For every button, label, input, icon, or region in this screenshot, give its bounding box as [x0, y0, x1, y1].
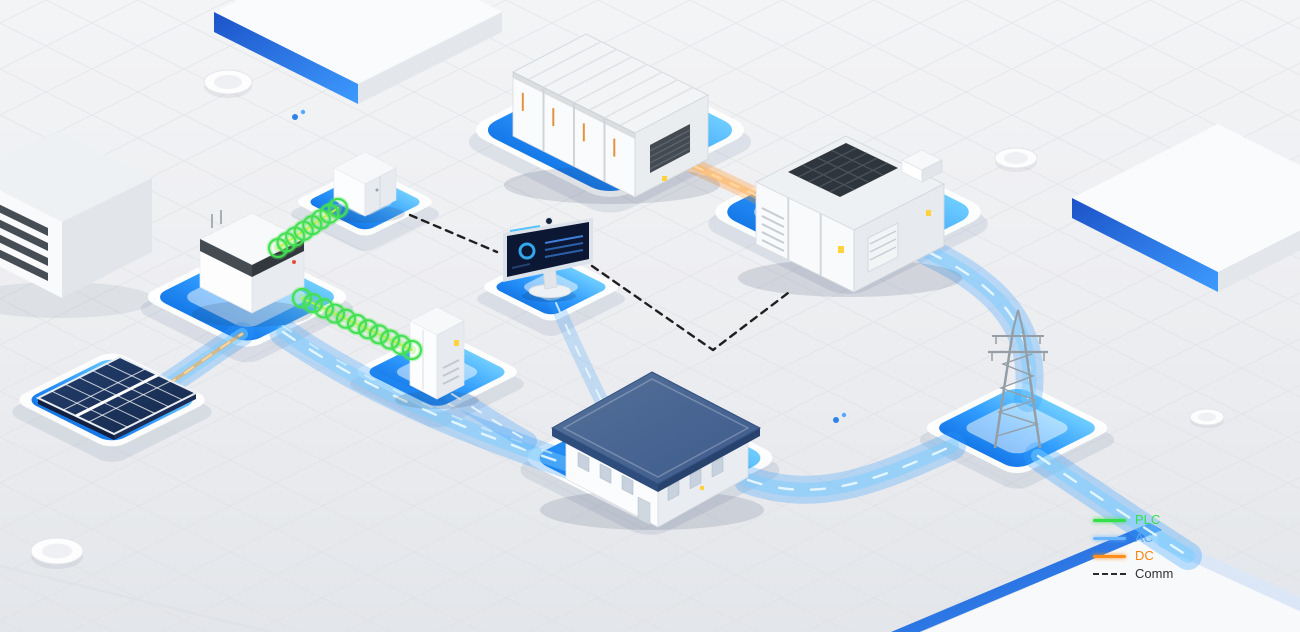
ac-legend-label: AC	[1135, 530, 1154, 545]
comm-line-cabinet-to-monitor	[408, 213, 499, 254]
slab-top-left	[214, 0, 502, 104]
transmission-tower	[988, 309, 1048, 449]
webcam-icon	[545, 217, 553, 225]
floor-disc	[30, 537, 84, 569]
comm-line-monitor-to-pcs	[590, 264, 790, 352]
legend-item-ac: AC	[1093, 531, 1173, 545]
stepped-structure-left	[0, 132, 155, 318]
floor-disc	[994, 147, 1038, 172]
comms-cabinet	[325, 151, 405, 223]
floor-seam	[0, 565, 271, 632]
mini-marker	[292, 109, 306, 120]
legend-item-dc: DC	[1093, 549, 1173, 563]
ac-line-swatch	[1093, 536, 1126, 540]
plc-coil-inverter-to-cabinet1	[266, 196, 350, 260]
legend-item-comm: Comm	[1093, 567, 1173, 581]
battery-storage-container	[504, 33, 720, 204]
plc-legend-label: PLC	[1135, 512, 1161, 527]
floor-disc	[203, 69, 253, 98]
battery-cabinet	[395, 306, 479, 409]
slab-right	[1072, 124, 1300, 292]
pcs-transformer-unit	[738, 135, 962, 297]
office-building	[540, 371, 764, 530]
solar-panel-array	[35, 355, 199, 440]
dc-line-swatch	[1093, 554, 1126, 558]
comm-legend-label: Comm	[1135, 566, 1174, 581]
plc-coil-links	[266, 196, 424, 362]
comm-line-swatch	[1093, 573, 1126, 575]
legend: PLC AC DC Comm	[1093, 513, 1173, 581]
plc-line-swatch	[1093, 518, 1126, 522]
comm-lines	[408, 213, 790, 352]
dc-legend-label: DC	[1135, 548, 1154, 563]
floor-disc	[1189, 408, 1225, 428]
legend-item-plc: PLC	[1093, 513, 1173, 527]
mini-marker	[833, 412, 847, 423]
monitoring-terminal	[503, 217, 593, 302]
plc-coil-inverter-to-cabinet2	[290, 286, 424, 362]
